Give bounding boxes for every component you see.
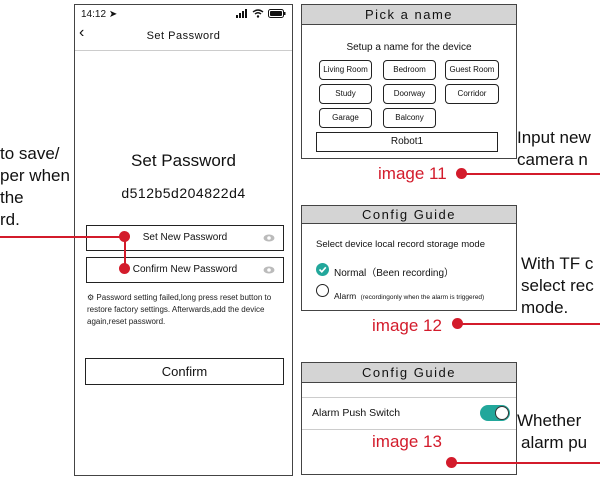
name-option-button[interactable]: Bedroom xyxy=(383,60,436,80)
status-icons xyxy=(236,9,286,18)
annotation-line xyxy=(461,173,600,175)
annotation-line xyxy=(451,462,600,464)
set-new-password-label: Set New Password xyxy=(142,232,228,243)
panel1-annotation-line-2: camera n xyxy=(517,150,588,169)
location-arrow-icon: ➤ xyxy=(108,9,118,20)
nav-divider xyxy=(75,50,292,51)
toggle-knob xyxy=(495,406,509,420)
confirm-new-password-field[interactable]: Confirm New Password xyxy=(86,257,284,283)
panel3-annotation-line-2: alarm pu xyxy=(521,433,588,452)
page-heading: Set Password xyxy=(131,151,236,170)
alarm-option-detail: (recordingonly when the alarm is trigger… xyxy=(360,294,485,301)
confirm-button[interactable]: Confirm xyxy=(85,358,284,385)
name-option-button[interactable]: Doorway xyxy=(383,84,436,104)
name-option-button[interactable]: Guest Room xyxy=(445,60,499,80)
alarm-push-panel: Config Guide Alarm Push Switch xyxy=(301,362,517,475)
wifi-icon xyxy=(252,9,264,18)
panel-divider xyxy=(302,429,516,430)
annotation-dot xyxy=(119,263,130,274)
name-option-button[interactable]: Living Room xyxy=(319,60,372,80)
status-time: 14:12 ➤ xyxy=(81,9,118,20)
nav-title: Set Password xyxy=(146,30,221,42)
confirm-new-password-label: Confirm New Password xyxy=(132,264,238,275)
check-icon xyxy=(318,266,327,273)
warning-bullet-icon: ⚙ xyxy=(87,293,95,302)
reset-note: ⚙ Password setting failed,long press res… xyxy=(87,292,285,328)
left-annotation-line-3: the xyxy=(0,188,24,207)
panel-header: Pick a name xyxy=(302,5,516,25)
battery-icon xyxy=(268,9,286,18)
pick-name-panel: Pick a name Setup a name for the device … xyxy=(301,4,517,159)
panel-header: Config Guide xyxy=(302,363,516,383)
reset-note-text: Password setting failed,long press reset… xyxy=(87,293,272,326)
image-11-caption: image 11 xyxy=(378,164,447,183)
panel-divider xyxy=(302,397,516,398)
device-id: d512b5d204822d4 xyxy=(121,185,246,201)
annotation-line xyxy=(457,323,600,325)
name-option-button[interactable]: Garage xyxy=(319,108,372,128)
alarm-push-switch-label: Alarm Push Switch xyxy=(312,407,401,419)
panel-header: Config Guide xyxy=(302,206,516,224)
eye-icon[interactable] xyxy=(263,234,275,242)
name-option-button[interactable]: Corridor xyxy=(445,84,499,104)
device-name-input[interactable]: Robot1 xyxy=(316,132,498,152)
panel2-annotation-line-1: With TF c xyxy=(521,254,594,273)
alarm-option-label: Alarm xyxy=(334,291,357,301)
annotation-line xyxy=(124,237,126,269)
eye-icon[interactable] xyxy=(263,266,275,274)
annotation-line xyxy=(0,236,124,238)
alarm-push-toggle[interactable] xyxy=(480,405,510,421)
left-annotation-line-1: to save/ xyxy=(0,144,60,163)
name-option-button[interactable]: Study xyxy=(319,84,372,104)
alarm-radio[interactable] xyxy=(316,284,329,297)
set-new-password-field[interactable]: Set New Password xyxy=(86,225,284,251)
left-annotation-line-4: rd. xyxy=(0,210,20,229)
panel-subtitle: Select device local record storage mode xyxy=(316,239,485,250)
panel2-annotation-line-2: select rec xyxy=(521,276,594,295)
alarm-option: Alarm (recordingonly when the alarm is t… xyxy=(334,286,484,304)
annotation-dot xyxy=(119,231,130,242)
normal-radio[interactable] xyxy=(316,263,329,276)
panel-subtitle: Setup a name for the device xyxy=(346,42,472,53)
panel3-annotation-line-1: Whether xyxy=(517,411,582,430)
image-13-caption: image 13 xyxy=(372,432,442,451)
record-mode-panel: Config Guide Select device local record … xyxy=(301,205,517,311)
signal-icon xyxy=(236,9,247,18)
back-chevron-icon[interactable]: ‹ xyxy=(79,24,85,41)
panel2-annotation-line-3: mode. xyxy=(521,298,569,317)
left-annotation-line-2: per when xyxy=(0,166,70,185)
normal-option-label: Normal（Been recording） xyxy=(334,268,455,279)
image-12-caption: image 12 xyxy=(372,316,442,335)
name-option-button[interactable]: Balcony xyxy=(383,108,436,128)
phone-screen: 14:12 ➤ ‹ Set Password Set Password d512… xyxy=(74,4,293,476)
panel1-annotation-line-1: Input new xyxy=(517,128,591,147)
